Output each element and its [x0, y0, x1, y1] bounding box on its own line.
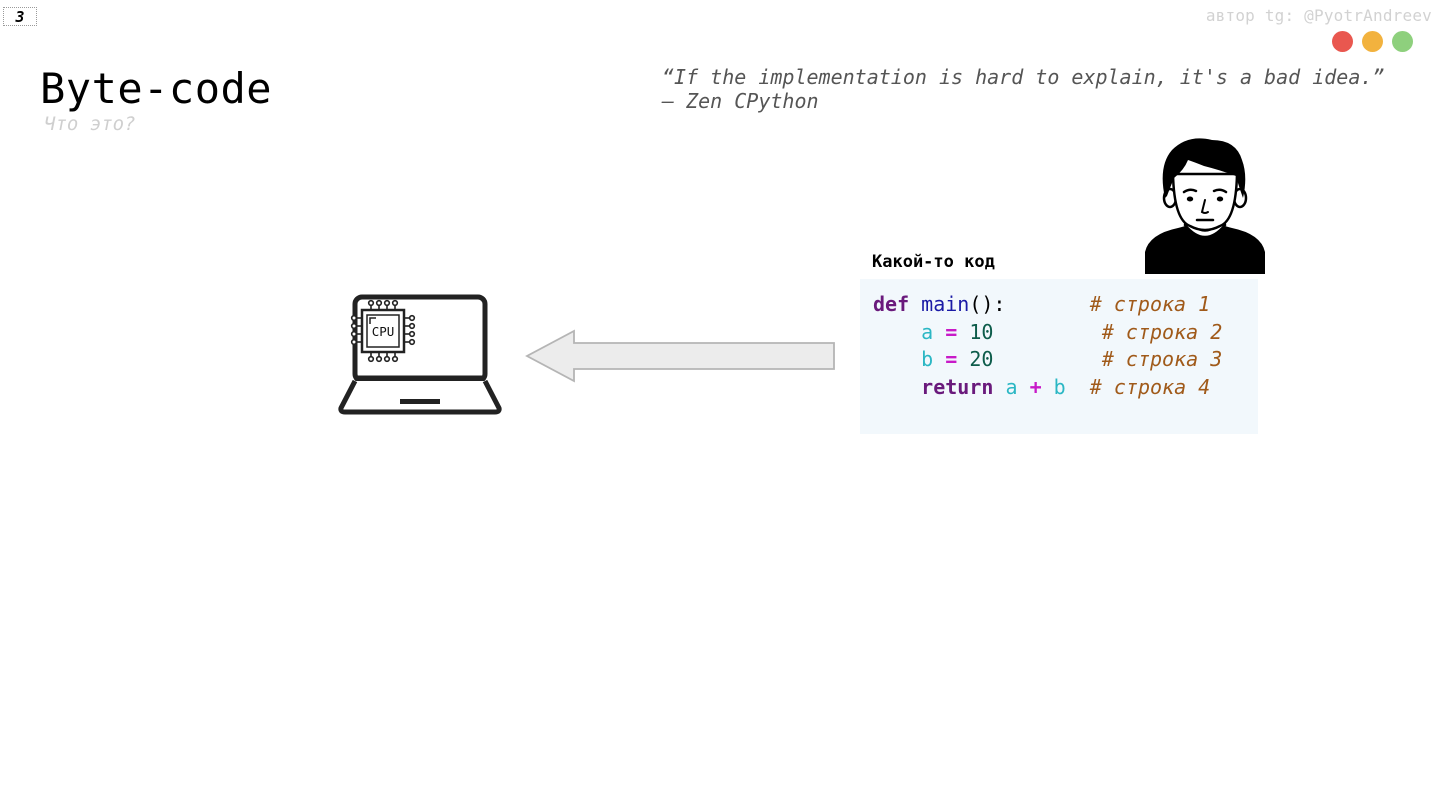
code-token: main — [921, 292, 970, 316]
code-token: def — [873, 292, 910, 316]
person-icon — [1145, 138, 1265, 274]
author-handle: автор tg: @PyotrAndreev — [1205, 6, 1432, 25]
code-token — [873, 375, 921, 399]
code-token: b — [921, 347, 934, 372]
slide-number: 3 — [3, 7, 37, 26]
code-line: a = 10 # строка 2 — [873, 319, 1258, 347]
code-token: # строка 1 — [1089, 292, 1211, 316]
code-token — [957, 320, 969, 344]
quote: “If the implementation is hard to explai… — [662, 65, 1384, 113]
code-token: # строка 2 — [1101, 319, 1223, 344]
green-dot — [1392, 31, 1413, 52]
code-token — [873, 347, 921, 371]
quote-source: — Zen CPython — [662, 89, 819, 113]
page-subtitle: Что это? — [44, 113, 136, 135]
code-line: def main(): # строка 1 — [873, 291, 1258, 319]
code-token: 10 — [969, 319, 994, 344]
code-token — [933, 320, 945, 344]
code-token — [993, 347, 1101, 371]
page-title: Byte-code — [40, 64, 273, 113]
red-dot — [1332, 31, 1353, 52]
code-token: # строка 3 — [1101, 347, 1223, 372]
laptop-icon: CPU — [338, 294, 502, 415]
code-token — [1018, 375, 1030, 399]
code-token — [993, 375, 1005, 399]
cpu-chip-icon: CPU — [350, 299, 416, 363]
code-caption: Какой-то код — [872, 252, 995, 272]
code-line: b = 20 # строка 3 — [873, 346, 1258, 374]
code-token: = — [945, 347, 958, 372]
code-token — [1066, 375, 1090, 399]
code-token — [1042, 375, 1054, 399]
code-token: = — [945, 319, 958, 344]
code-token: a — [1005, 375, 1018, 400]
code-token — [957, 347, 969, 371]
code-token — [933, 347, 945, 371]
code-block: def main(): # строка 1 a = 10 # строка 2… — [860, 279, 1258, 434]
yellow-dot — [1362, 31, 1383, 52]
quote-text: “If the implementation is hard to explai… — [662, 65, 1385, 89]
window-dots — [1332, 31, 1413, 52]
code-token: (): — [969, 292, 1006, 316]
code-token: # строка 4 — [1089, 375, 1211, 400]
code-token: + — [1029, 375, 1042, 400]
code-line: return a + b # строка 4 — [873, 374, 1258, 402]
code-token — [909, 292, 921, 316]
code-token — [1005, 292, 1089, 316]
code-token: 20 — [969, 347, 994, 372]
cpu-chip-label: CPU — [372, 324, 395, 339]
code-token: return — [921, 375, 994, 400]
code-token: b — [1053, 375, 1066, 400]
code-token — [873, 320, 921, 344]
code-token: a — [921, 319, 934, 344]
arrow-left-icon — [525, 329, 835, 383]
code-token — [993, 320, 1101, 344]
